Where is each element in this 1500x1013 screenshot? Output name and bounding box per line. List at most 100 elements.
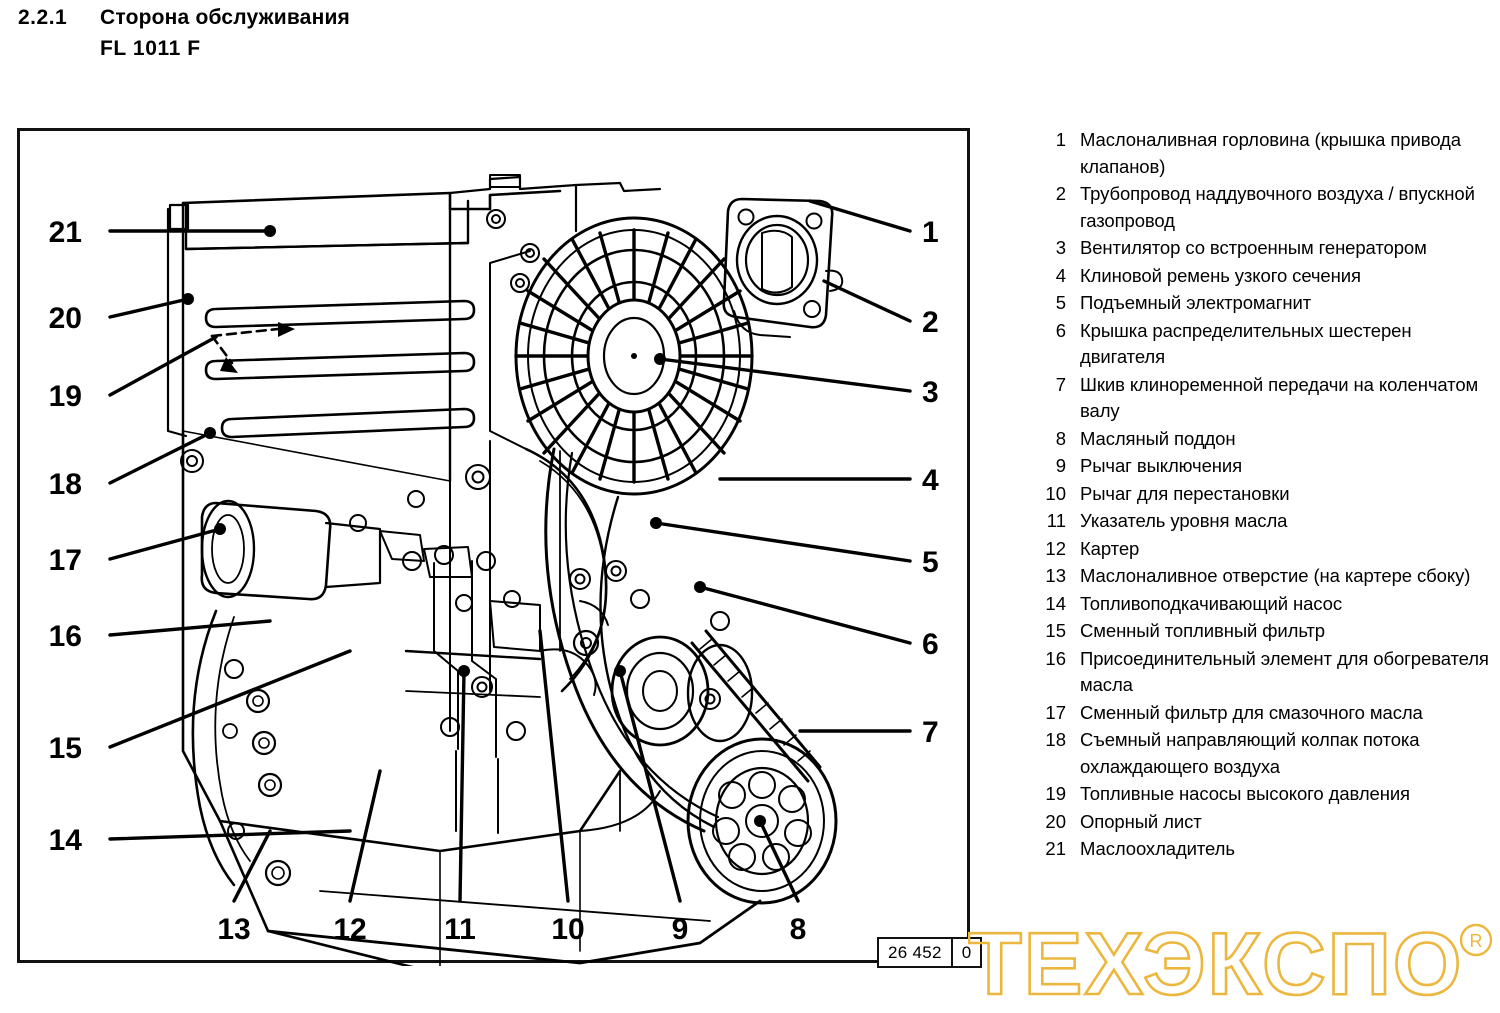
legend-number: 19 (1045, 783, 1066, 804)
legend-label: Вентилятор со встроенным генератором (1080, 237, 1427, 258)
callout-leader-lines (108, 199, 912, 903)
callout-4: 4 (922, 464, 939, 497)
engine-block (181, 429, 622, 853)
callout-15: 15 (49, 732, 82, 765)
legend-label: Опорный лист (1080, 810, 1202, 832)
registered-mark-circle (1459, 923, 1493, 957)
legend-label: Съемный направляющий колпак потока охлаж… (1080, 729, 1420, 777)
list-item: 5 Подъемный электромагнит (1032, 290, 1492, 317)
legend-label: Присоединительный элемент для обогревате… (1080, 647, 1489, 696)
leader-3 (658, 357, 912, 393)
callout-9: 9 (672, 913, 689, 946)
legend-number: 5 (1055, 292, 1066, 313)
callout-1: 1 (922, 216, 939, 249)
engine-technical-drawing: 21 20 19 18 17 16 15 14 1 2 3 4 5 6 7 13… (49, 174, 939, 966)
legend-number: 10 (1045, 482, 1066, 504)
callout-11: 11 (444, 913, 476, 946)
callout-19: 19 (49, 380, 82, 413)
legend-number: 8 (1055, 427, 1066, 449)
callout-17: 17 (49, 544, 82, 577)
cooling-air-cowl (166, 189, 562, 483)
oil-pan (218, 770, 762, 966)
legend-number: 20 (1045, 810, 1066, 832)
leader-2 (822, 279, 912, 323)
list-item: 20 Опорный лист (1032, 809, 1492, 836)
list-item: 3 Вентилятор со встроенным генератором (1032, 235, 1492, 262)
leader-10 (538, 629, 570, 903)
leader-11 (458, 669, 466, 903)
header-title-row: 2.2.1 Сторона обслуживания (18, 6, 718, 30)
leader-19 (108, 335, 218, 397)
flywheel-housing (191, 609, 283, 887)
leader-5 (654, 521, 912, 563)
leader-12 (348, 769, 382, 903)
callout-13: 13 (217, 913, 250, 946)
tehexpo-watermark: ТЕХЭКСПО R (967, 913, 1500, 1013)
airflow-arrows (210, 327, 280, 365)
leader-6 (698, 585, 912, 645)
valve-cover (448, 174, 662, 233)
legend-number: 6 (1055, 319, 1066, 341)
legend-number: 3 (1055, 237, 1066, 258)
intake-port-flange (722, 197, 844, 338)
callout-14: 14 (49, 824, 83, 857)
fan-with-integrated-alternator (489, 216, 754, 496)
callout-10: 10 (551, 913, 584, 946)
callout-6: 6 (922, 628, 939, 661)
list-item: 17 Сменный фильтр для смазочного масла (1032, 700, 1492, 727)
legend-label: Трубопровод наддувочного воздуха / впуск… (1080, 183, 1475, 231)
engine-model-subtitle: FL 1011 F (100, 37, 201, 60)
drawing-number-box: 26 452 0 (877, 937, 983, 968)
pulley-bolt-circle (712, 771, 812, 871)
watermark-text: ТЕХЭКСПО (968, 918, 1463, 1008)
leader-18 (108, 431, 212, 485)
callout-3: 3 (922, 376, 939, 409)
legend-label: Указатель уровня масла (1080, 510, 1288, 531)
legend-number: 7 (1055, 373, 1066, 395)
block-fasteners (180, 209, 730, 710)
page-header: 2.2.1 Сторона обслуживания FL 1011 F (18, 6, 718, 61)
legend-label: Топливные насосы высокого давления (1080, 783, 1410, 804)
legend-label: Подъемный электромагнит (1080, 292, 1312, 313)
callout-2: 2 (922, 306, 939, 339)
callout-numbers: 21 20 19 18 17 16 15 14 1 2 3 4 5 6 7 13… (49, 216, 939, 946)
leader-13 (232, 829, 272, 903)
legend-label: Шкив клиноременной передачи на коленчато… (1080, 373, 1479, 422)
legend-label: Рычаг выключения (1080, 455, 1243, 476)
list-item: 16 Присоединительный элемент для обогрева… (1032, 646, 1492, 699)
leader-8 (758, 819, 800, 903)
legend-label: Сменный фильтр для смазочного масла (1080, 701, 1423, 723)
legend-number: 12 (1045, 537, 1066, 559)
callout-20: 20 (49, 302, 82, 335)
list-item: 12 Картер (1032, 536, 1492, 563)
callout-8: 8 (790, 913, 807, 946)
callout-7: 7 (922, 716, 939, 749)
legend-label: Рычаг для перестановки (1080, 482, 1290, 504)
legend-label: Маслоналивное отверстие (на картере сбок… (1080, 565, 1471, 586)
legend-number: 2 (1055, 183, 1066, 204)
legend-number: 4 (1055, 264, 1066, 286)
injection-pump-linkage (379, 530, 609, 834)
callout-leader-dots (182, 225, 766, 827)
callout-18: 18 (49, 468, 82, 501)
legend-number: 9 (1055, 455, 1066, 476)
legend-number: 18 (1045, 729, 1066, 750)
list-item: 19 Топливные насосы высокого давления (1032, 781, 1492, 808)
leader-14 (108, 829, 352, 841)
legend-number: 16 (1045, 647, 1066, 669)
legend-label: Топливоподкачивающий насос (1080, 592, 1342, 614)
legend-label: Картер (1080, 537, 1140, 559)
legend-number: 21 (1045, 838, 1066, 859)
legend-number: 17 (1045, 701, 1066, 723)
callout-21: 21 (49, 216, 82, 249)
leader-1 (808, 199, 912, 233)
airflow-arrowheads (220, 322, 295, 373)
leader-20 (108, 297, 190, 319)
